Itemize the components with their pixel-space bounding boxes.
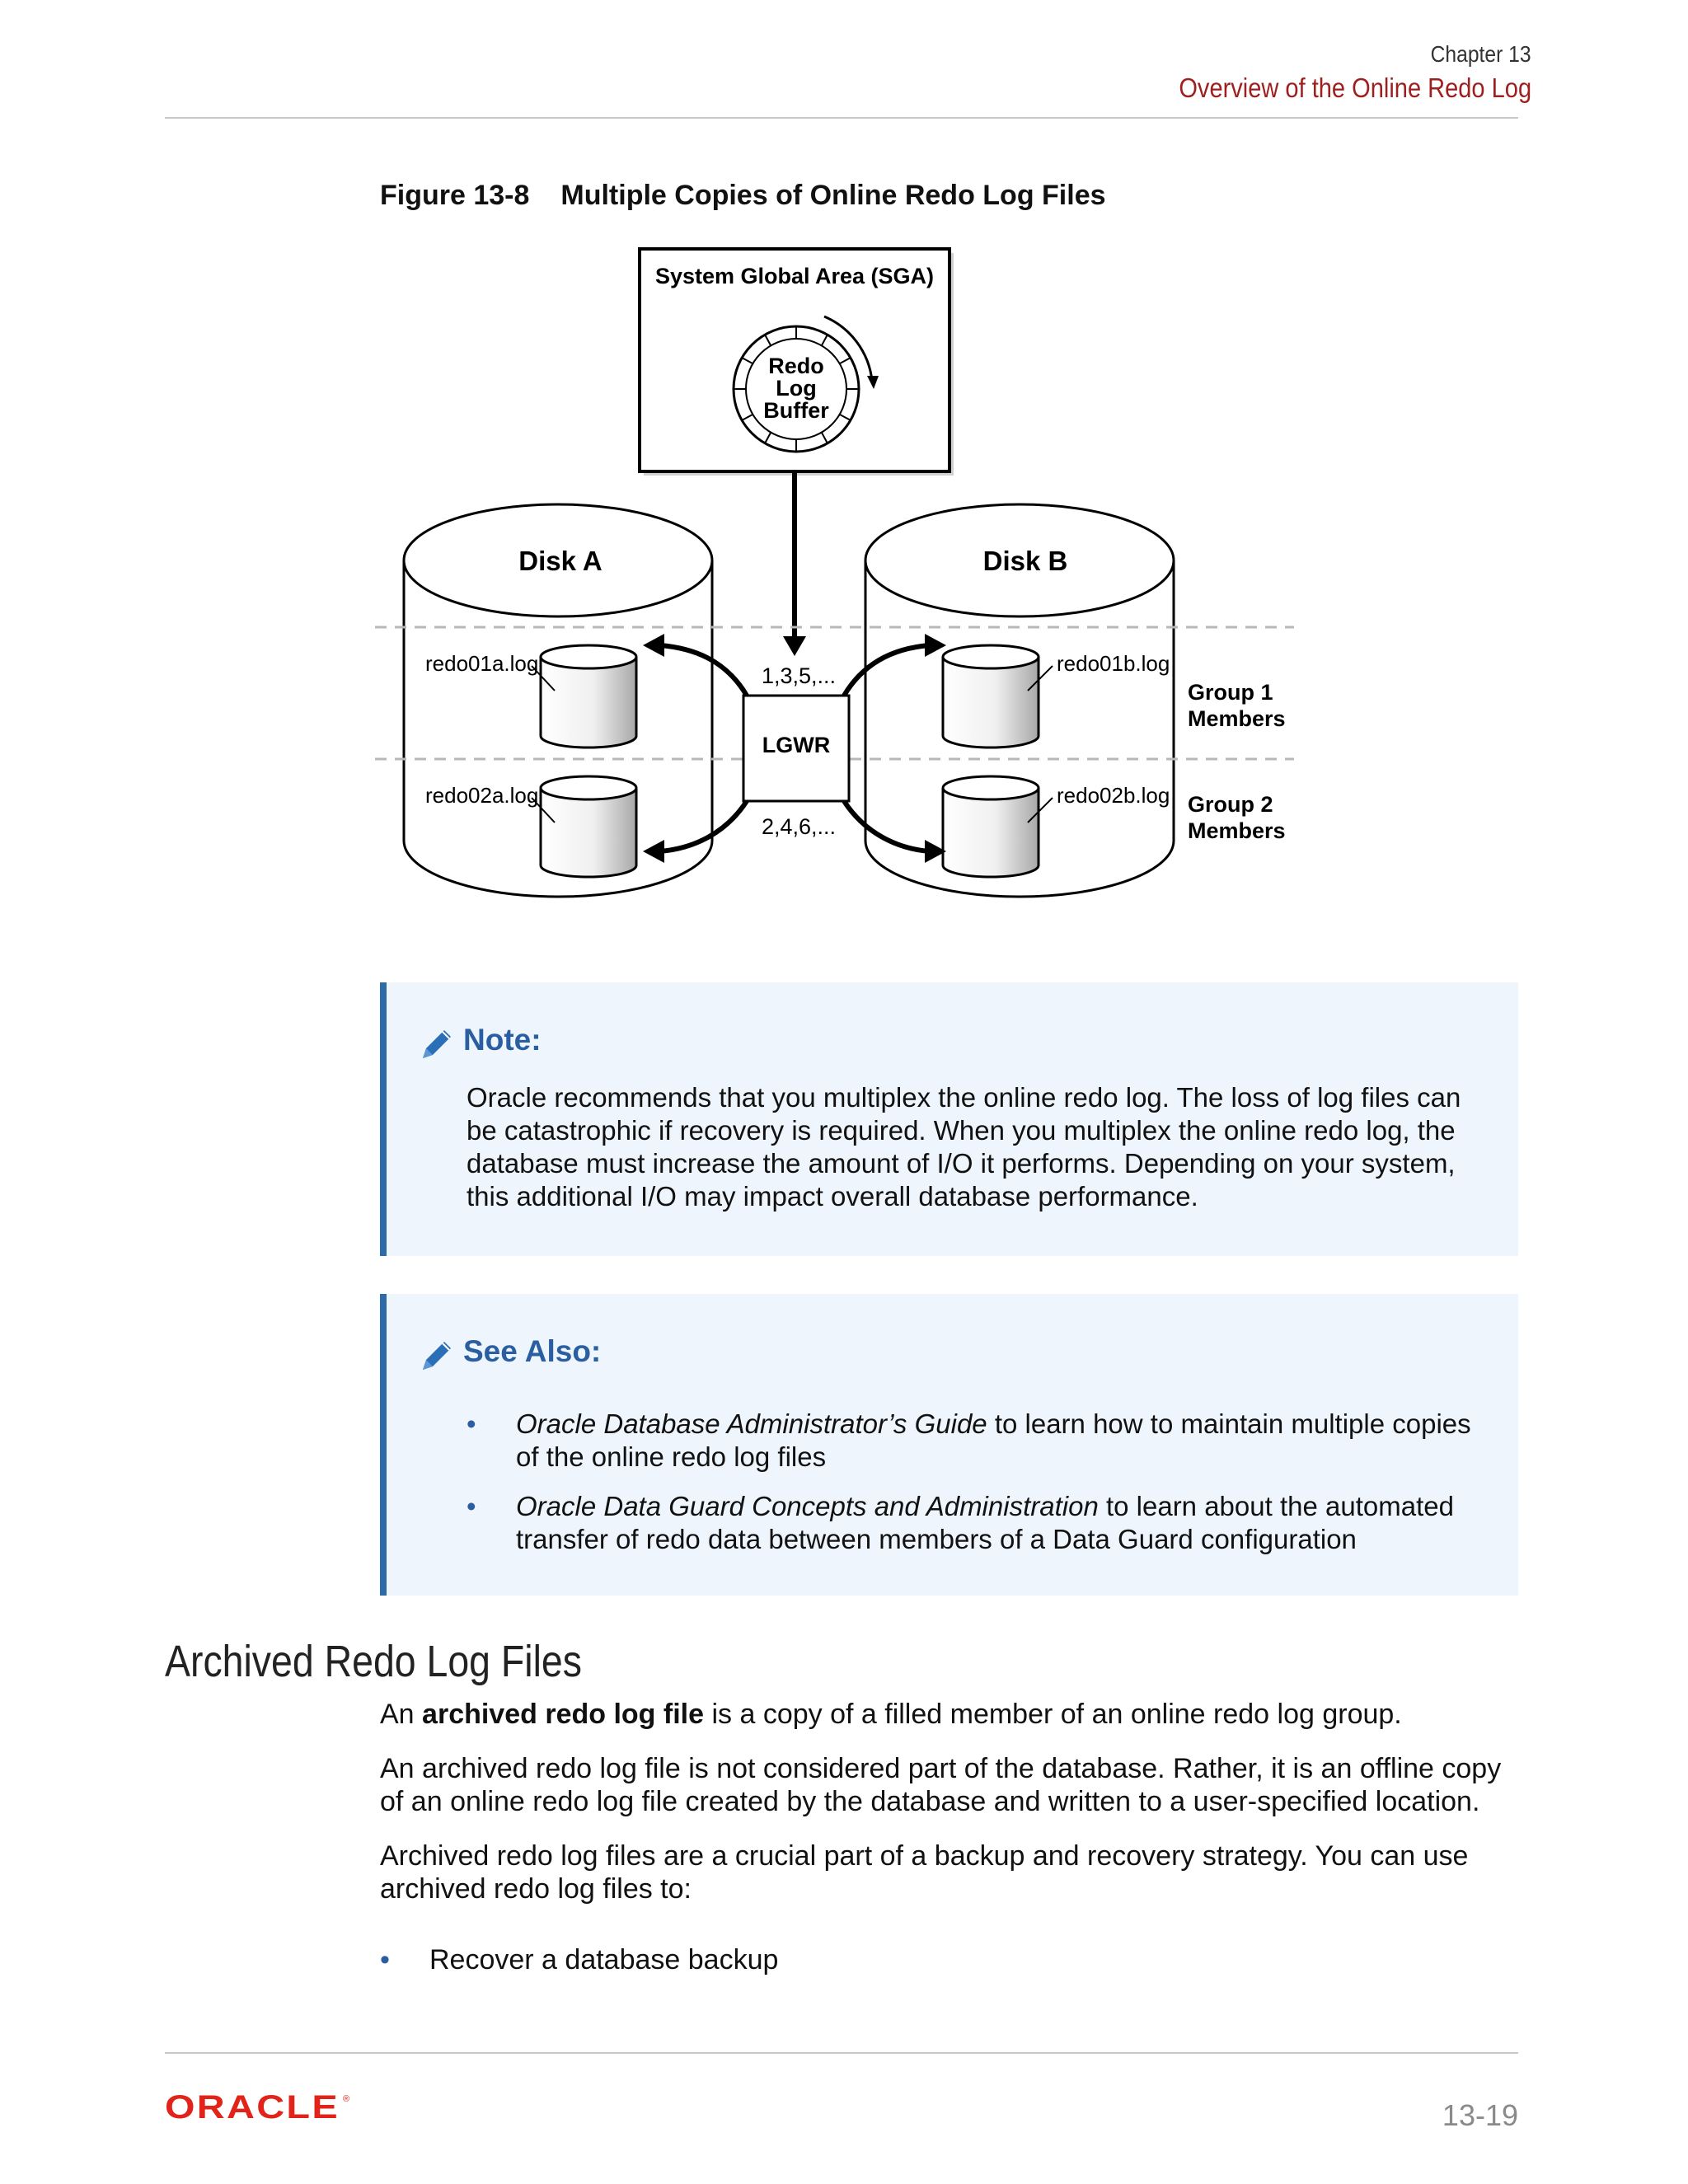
book-title-link[interactable]: Oracle Database Administrator’s Guide — [516, 1408, 987, 1439]
redo01b-label: redo01b.log — [1057, 651, 1170, 676]
lgwr-to-redo02a-arrow — [659, 799, 749, 854]
buffer-label-log: Log — [776, 376, 816, 401]
svg-text:®: ® — [343, 2094, 349, 2104]
list-item-text: Recover a database backup — [429, 1944, 779, 1975]
sga-label: System Global Area (SGA) — [655, 264, 934, 288]
disk-b-label: Disk B — [983, 546, 1068, 576]
see-also-box: See Also: • Oracle Database Administrato… — [380, 1294, 1518, 1596]
redo01b-cylinder — [941, 644, 1040, 749]
redo02b-cylinder — [941, 775, 1040, 879]
paragraph-backup-strategy: Archived redo log files are a crucial pa… — [380, 1840, 1469, 1905]
section-heading: Archived Redo Log Files — [165, 1637, 582, 1686]
group1-label-line2: Members — [1188, 706, 1286, 731]
pencil-icon — [423, 1030, 451, 1058]
note-text: Oracle recommends that you multiplex the… — [467, 1082, 1461, 1212]
buffer-label-redo: Redo — [768, 354, 824, 378]
redo-log-buffer: Redo Log Buffer — [732, 315, 879, 453]
oracle-logo: ORACLE ® — [165, 2092, 349, 2125]
even-sequence-label: 2,4,6,... — [762, 814, 836, 839]
redo02b-label: redo02b.log — [1057, 783, 1170, 808]
redo01a-label: redo01a.log — [425, 651, 538, 676]
figure-title: Multiple Copies of Online Redo Log Files — [560, 180, 1106, 211]
see-also-heading: See Also: — [463, 1334, 602, 1368]
chapter-label: Chapter 13 — [1431, 41, 1531, 67]
paragraph-text: is a copy of a filled member of an onlin… — [704, 1699, 1402, 1730]
oracle-logo-text: ORACLE — [165, 2092, 340, 2125]
note-heading: Note: — [463, 1023, 542, 1057]
header-divider — [165, 117, 1518, 119]
disk-a-label: Disk A — [518, 546, 602, 576]
bullet-icon: • — [467, 1491, 476, 1521]
redo02a-label: redo02a.log — [425, 783, 538, 808]
pencil-icon — [423, 1342, 451, 1370]
see-also-item: • Oracle Database Administrator’s Guide … — [467, 1408, 1485, 1474]
group2-label-line1: Group 2 — [1188, 792, 1273, 817]
group1-label-line1: Group 1 — [1188, 680, 1273, 705]
book-title-link[interactable]: Oracle Data Guard Concepts and Administr… — [516, 1491, 1099, 1521]
paragraph-text: An — [380, 1699, 423, 1730]
see-also-item: • Oracle Data Guard Concepts and Adminis… — [467, 1490, 1485, 1556]
list-item: • Recover a database backup — [380, 1943, 778, 1976]
running-header-title: Overview of the Online Redo Log — [1179, 73, 1531, 103]
note-box: Note: Oracle recommends that you multipl… — [380, 982, 1518, 1256]
redo01a-cylinder — [539, 644, 638, 749]
see-also-list: • Oracle Database Administrator’s Guide … — [467, 1408, 1485, 1572]
usage-list: • Recover a database backup — [380, 1943, 778, 1976]
paragraph-definition: An archived redo log file is a copy of a… — [380, 1698, 1526, 1731]
lgwr-label: LGWR — [762, 733, 830, 757]
see-also-item-text: to learn about the automated transfer of… — [516, 1491, 1454, 1554]
footer-divider — [165, 2052, 1518, 2054]
redo02a-cylinder — [539, 775, 638, 879]
paragraph-offline-copy: An archived redo log file is not conside… — [380, 1753, 1502, 1817]
defined-term: archived redo log file — [422, 1699, 705, 1730]
lgwr-to-redo01b-arrow — [842, 643, 931, 697]
lgwr-to-redo01a-arrow — [659, 643, 749, 697]
buffer-label-buffer: Buffer — [763, 398, 829, 423]
bullet-icon: • — [467, 1408, 476, 1439]
lgwr-box — [742, 694, 851, 803]
bullet-icon: • — [380, 1944, 390, 1975]
figure-caption: Figure 13-8 Multiple Copies of Online Red… — [380, 180, 1106, 212]
redo-log-diagram: System Global Area (SGA) Redo Log Buffer — [375, 247, 1294, 898]
see-also-item-text: to learn how to maintain multiple copies… — [516, 1408, 1471, 1472]
page-number: 13-19 — [1442, 2098, 1518, 2132]
group2-label-line2: Members — [1188, 818, 1286, 843]
lgwr-to-redo02b-arrow — [842, 799, 931, 854]
odd-sequence-label: 1,3,5,... — [762, 663, 836, 688]
figure-number: Figure 13-8 — [380, 180, 530, 211]
